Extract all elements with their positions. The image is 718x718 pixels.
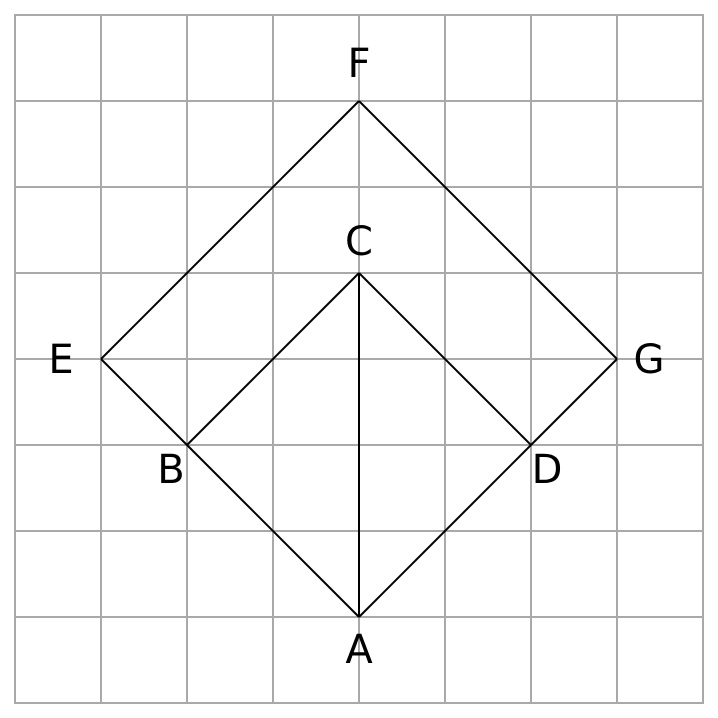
segment-da [358, 444, 532, 618]
segment-fg [358, 100, 618, 360]
point-label-f: F [347, 41, 370, 87]
segment-gd [530, 358, 618, 446]
point-label-b: B [157, 447, 184, 493]
point-label-a: A [345, 627, 373, 673]
segment-ab [186, 444, 360, 618]
segment-cd [358, 272, 532, 446]
segment-be [100, 358, 188, 446]
segment-bc [186, 272, 360, 446]
point-label-g: G [634, 337, 665, 383]
point-label-c: C [345, 219, 373, 265]
point-label-e: E [48, 337, 73, 383]
segments [100, 100, 618, 618]
grid-border [14, 14, 704, 704]
segment-ef [100, 100, 360, 360]
point-label-d: D [532, 447, 563, 493]
point-labels: A B C D E F G [48, 41, 664, 673]
